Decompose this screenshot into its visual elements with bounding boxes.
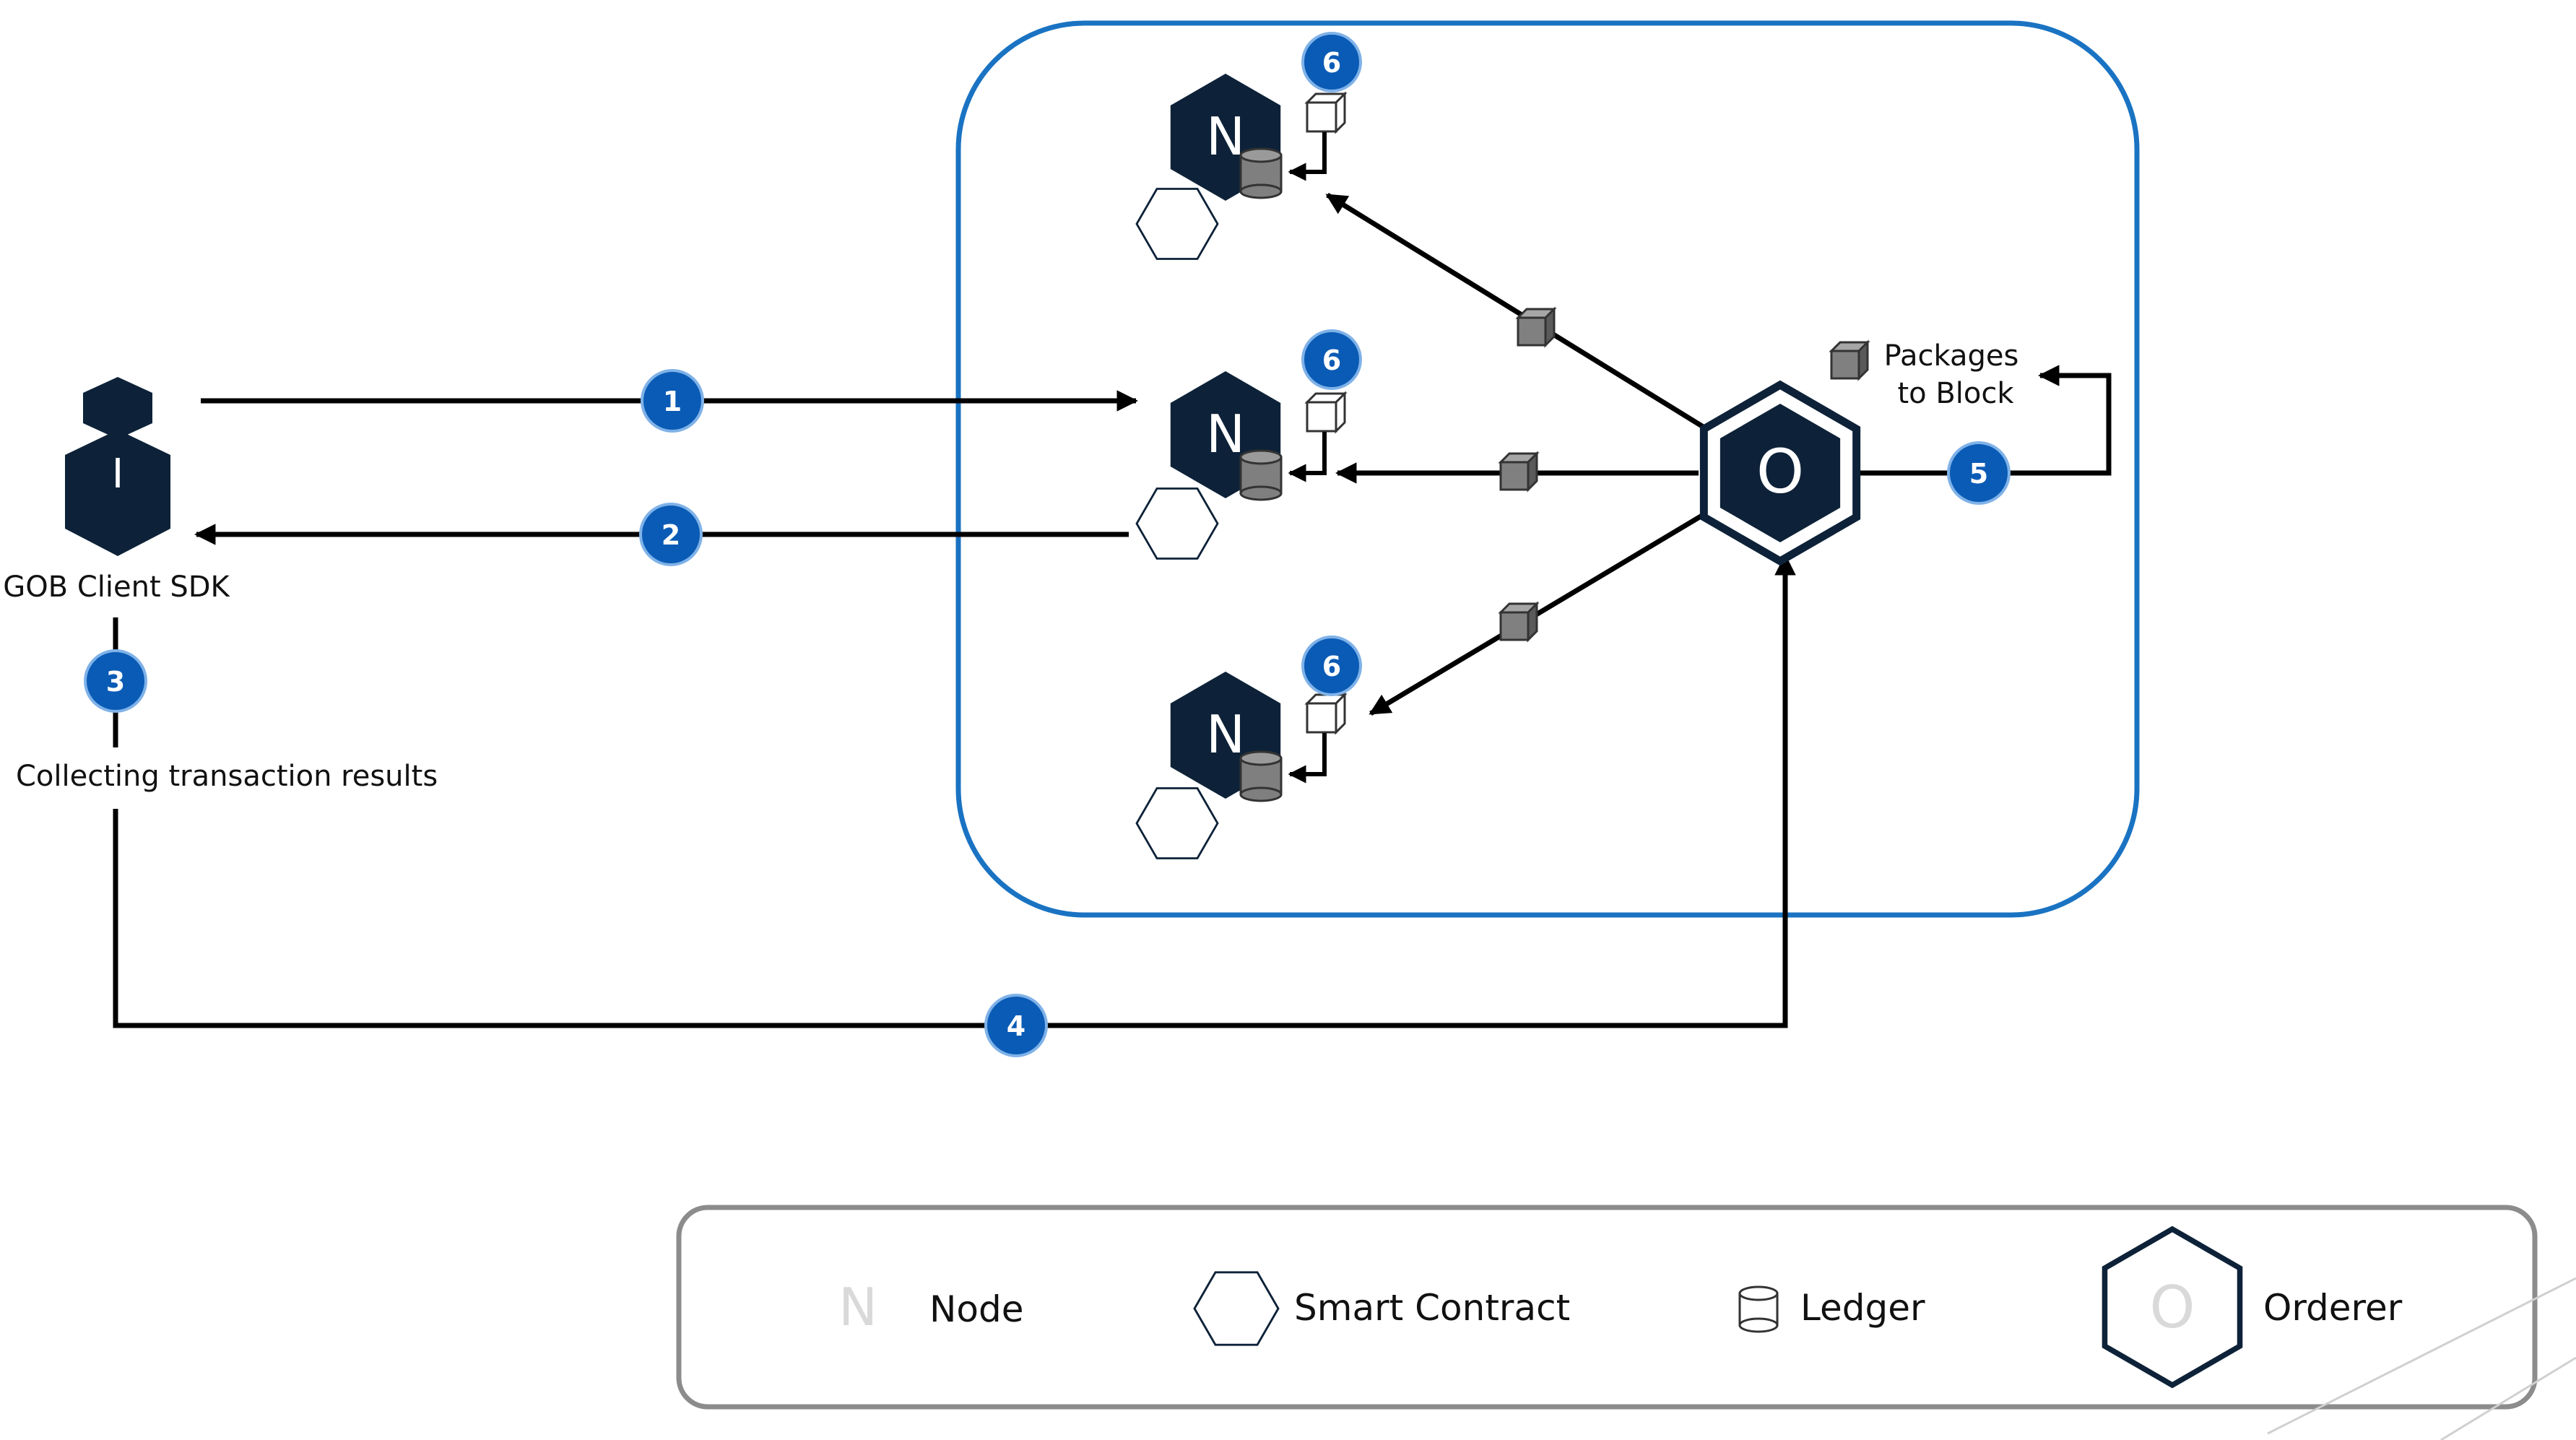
- arrow-step-4: [113, 554, 1796, 1028]
- node-2: N 6: [1127, 329, 1362, 576]
- node-letter: N: [1206, 106, 1245, 167]
- node-icon: N: [1170, 74, 1281, 201]
- svg-text:1: 1: [663, 386, 682, 417]
- legend: N Node Smart Contract Ledger O Orderer: [676, 1207, 2538, 1407]
- arrow-orderer-to-node-1: [1325, 193, 1706, 430]
- decorative-line: [2267, 1277, 2576, 1435]
- svg-text:6: 6: [1322, 651, 1341, 682]
- legend-orderer-icon: O: [2104, 1229, 2239, 1385]
- node-letter: N: [1206, 404, 1245, 464]
- ledger-icon: [1239, 750, 1283, 802]
- legend-node-icon: N: [838, 1277, 877, 1337]
- legend-smart-contract-label: Smart Contract: [1294, 1287, 1570, 1329]
- legend-orderer-label: Orderer: [2263, 1287, 2403, 1329]
- client-letter: I: [112, 451, 124, 498]
- node-3: N 6: [1127, 636, 1362, 876]
- legend-ledger-label: Ledger: [1800, 1287, 1925, 1329]
- svg-text:6: 6: [1322, 344, 1341, 376]
- orderer-label-line2: to Block: [1897, 377, 2014, 410]
- legend-node-label: Node: [929, 1288, 1024, 1330]
- step-badge-6: 6: [1301, 329, 1362, 390]
- new-block-icon: [1304, 692, 1348, 735]
- svg-text:6: 6: [1322, 47, 1341, 79]
- collecting-label: Collecting transaction results: [16, 760, 438, 793]
- svg-text:2: 2: [662, 519, 680, 551]
- node-icon: N: [1170, 672, 1281, 799]
- step-badge-2: 2: [639, 503, 703, 566]
- svg-text:5: 5: [1969, 458, 1988, 490]
- svg-text:O: O: [2150, 1274, 2195, 1341]
- block-icon-1: [1515, 306, 1557, 348]
- ledger-icon: [1239, 147, 1283, 199]
- svg-text:4: 4: [1007, 1010, 1025, 1042]
- step-badge-5: 5: [1947, 441, 2011, 505]
- network-boundary: [955, 20, 2140, 918]
- new-block-icon: [1304, 91, 1348, 134]
- orderer-icon: O: [1704, 385, 1856, 561]
- orderer-letter: O: [1756, 436, 1804, 507]
- step-badge-6: 6: [1301, 32, 1362, 92]
- node-1: N 6: [1127, 32, 1362, 277]
- client-label: GOB Client SDK: [3, 571, 230, 604]
- node-icon: N: [1170, 371, 1281, 498]
- step-badge-6: 6: [1301, 636, 1362, 696]
- node-letter: N: [1206, 704, 1245, 765]
- orderer-label-line1: Packages: [1884, 339, 2019, 373]
- step-badge-4: 4: [984, 994, 1048, 1057]
- step-badge-1: 1: [641, 369, 704, 433]
- block-icon-3: [1498, 601, 1540, 643]
- block-icon-2: [1498, 451, 1540, 493]
- new-block-icon: [1304, 391, 1348, 434]
- block-icon-package: [1829, 339, 1870, 381]
- step-badge-3: 3: [84, 649, 147, 713]
- legend-ledger-icon: [1738, 1285, 1779, 1333]
- client-sdk-icon: I: [65, 377, 170, 556]
- decorative-line: [2440, 1356, 2576, 1440]
- svg-text:3: 3: [106, 666, 125, 698]
- ledger-icon: [1239, 449, 1283, 501]
